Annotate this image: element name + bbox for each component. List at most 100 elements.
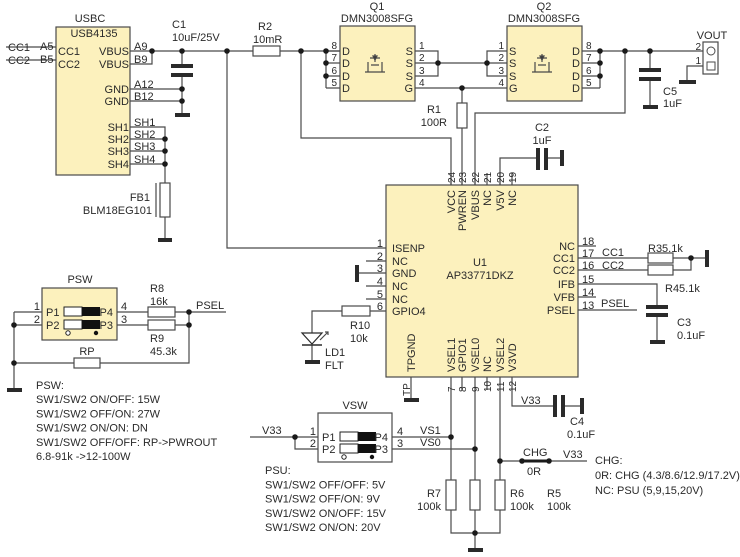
net-label: CC1 bbox=[8, 42, 30, 54]
pin-label: VBUS bbox=[470, 190, 482, 220]
c1-ref: C1 bbox=[172, 19, 186, 31]
net-label: PSEL bbox=[601, 298, 629, 310]
pin-number: SH2 bbox=[134, 129, 155, 141]
psu-note: SW1/SW2 ON/ON: 20V bbox=[265, 522, 381, 534]
pin-number: 24 bbox=[447, 171, 458, 183]
psw-note: 6.8-91k ->12-100W bbox=[36, 451, 131, 463]
rp-resistor bbox=[73, 357, 101, 369]
net-label: PSEL bbox=[196, 300, 224, 312]
junction-dot bbox=[149, 48, 155, 54]
junction-dot bbox=[546, 458, 552, 464]
r8-value: 16k bbox=[150, 296, 168, 308]
r3-resistor bbox=[647, 252, 674, 264]
pin-number: 6 bbox=[331, 66, 337, 77]
r7-resistor bbox=[445, 479, 457, 511]
r7-value: 100k bbox=[417, 501, 441, 513]
pin-label: D bbox=[342, 58, 350, 70]
pin-number: A5 bbox=[40, 41, 53, 53]
r9-resistor bbox=[147, 319, 176, 331]
pin-label: VBUS bbox=[99, 59, 129, 71]
chg-note: CHG: bbox=[595, 455, 623, 467]
pin-label: VSEL2 bbox=[495, 338, 507, 372]
pin-number: 15 bbox=[582, 274, 594, 286]
pin-number: 8 bbox=[458, 386, 469, 392]
pin-label: ISENP bbox=[392, 243, 425, 255]
wire-cc bbox=[6, 46, 56, 61]
pin-label: D bbox=[342, 46, 350, 58]
pin-number: 11 bbox=[496, 381, 507, 392]
label: P4 bbox=[100, 307, 113, 319]
pin-number: 7 bbox=[331, 53, 337, 64]
r5-value: 100k bbox=[547, 501, 571, 513]
junction-dot bbox=[224, 48, 230, 54]
pin-number: SH3 bbox=[134, 141, 155, 153]
pin-label: NC bbox=[392, 281, 408, 293]
pin-label: SH4 bbox=[108, 159, 129, 171]
pin-label: IFB bbox=[558, 279, 575, 291]
junction-dot bbox=[186, 309, 192, 315]
pin-number: 2 bbox=[695, 42, 701, 53]
wire-isenp bbox=[226, 51, 452, 249]
q2-ref: Q2 bbox=[537, 1, 552, 13]
junction-dot bbox=[11, 360, 17, 366]
pin-label: VCC bbox=[446, 190, 458, 213]
pin-number: 1 bbox=[34, 301, 40, 313]
psu-note: SW1/SW2 OFF/OFF: 5V bbox=[265, 479, 386, 491]
chg-note: NC: PSU (5,9,15,20V) bbox=[595, 485, 703, 497]
q2-part: DMN3008SFG bbox=[508, 13, 580, 25]
net-label: CC2 bbox=[602, 260, 624, 272]
pin-number: 6 bbox=[377, 301, 383, 313]
r10-ref: R10 bbox=[350, 320, 370, 332]
pin-number: 10 bbox=[483, 380, 494, 392]
psw-note: SW1/SW2 ON/ON: DN bbox=[36, 423, 148, 435]
junction-dot bbox=[597, 48, 603, 54]
pin-number: 2 bbox=[498, 53, 504, 64]
psu-note: SW1/SW2 ON/OFF: 15V bbox=[265, 508, 387, 520]
pin-label: SH1 bbox=[108, 122, 129, 134]
pin-number: 21 bbox=[483, 171, 494, 183]
label: P1 bbox=[322, 432, 335, 444]
q1-mosfet-icon bbox=[365, 54, 385, 73]
c5-ref: C5 bbox=[663, 86, 677, 98]
pin-number: 1 bbox=[419, 41, 425, 52]
pin-number: 2 bbox=[34, 314, 40, 326]
pin-number: 4 bbox=[121, 301, 127, 313]
pin-number: SH4 bbox=[134, 154, 155, 166]
pin-label: NC bbox=[482, 356, 494, 372]
pin-number: 19 bbox=[508, 171, 519, 183]
wire-vout bbox=[474, 50, 706, 185]
r8-ref: R8 bbox=[150, 283, 164, 295]
junction-dot bbox=[597, 60, 603, 66]
junction-dot bbox=[435, 60, 441, 66]
pin-number: 2 bbox=[419, 53, 425, 64]
r1-resistor bbox=[456, 102, 468, 129]
r2-ref: R2 bbox=[258, 21, 272, 33]
pin-label: S bbox=[406, 46, 413, 58]
junction-dot bbox=[11, 322, 17, 328]
pin-number: 4 bbox=[419, 78, 425, 89]
chg-note: 0R: CHG (4.3/8.6/12.9/17.2V) bbox=[595, 470, 740, 482]
pin-label: SH2 bbox=[108, 134, 129, 146]
psw-switch-icon bbox=[63, 306, 100, 336]
pin-label: G bbox=[404, 83, 413, 95]
pin-number: 1 bbox=[377, 238, 383, 250]
usbc-part: USB4135 bbox=[70, 28, 117, 40]
pin-label: G bbox=[509, 83, 518, 95]
vout-pin2 bbox=[706, 46, 716, 56]
r9-ref: R9 bbox=[150, 333, 164, 345]
pin-number: 16 bbox=[582, 260, 594, 272]
ld1-ref: LD1 bbox=[325, 347, 345, 359]
psw-ref: PSW bbox=[67, 274, 93, 286]
pin-number: 14 bbox=[582, 287, 594, 299]
pin-label: PSEL bbox=[547, 305, 575, 317]
usbc-connector bbox=[55, 26, 131, 176]
pin-number: 5 bbox=[586, 78, 592, 89]
pin-number: 20 bbox=[496, 171, 507, 183]
pin-number: B5 bbox=[40, 54, 53, 66]
r6-resistor bbox=[494, 479, 506, 511]
r10-value: 10k bbox=[350, 333, 368, 345]
junction-dot bbox=[597, 73, 603, 79]
psu-note: PSU: bbox=[265, 465, 291, 477]
wire-u1-top-stubs bbox=[450, 173, 513, 185]
pin-label: V3VD bbox=[507, 343, 519, 372]
